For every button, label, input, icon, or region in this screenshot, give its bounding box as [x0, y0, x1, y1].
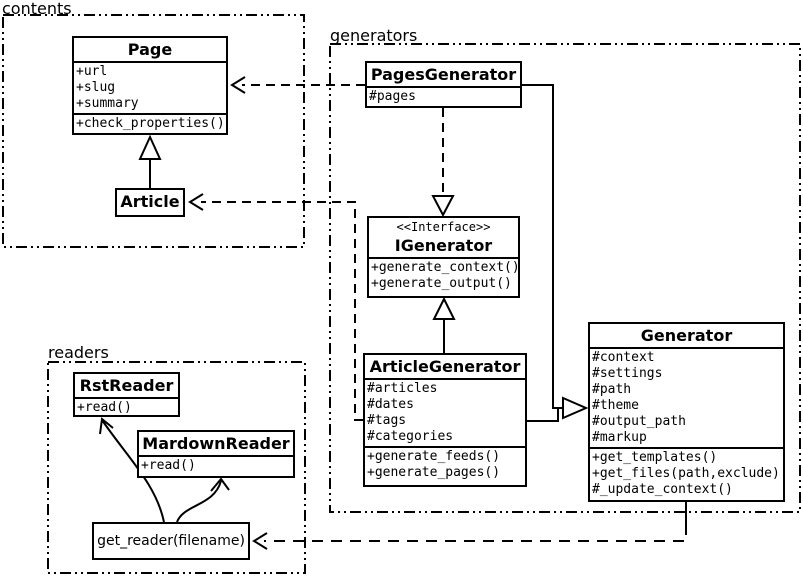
- attribute: #dates: [367, 397, 414, 412]
- generalization-to-generator-triangle-icon: [562, 396, 589, 420]
- class-page: Page +url +slug +summary +check_properti…: [72, 36, 228, 135]
- dependency-generator-to-getreader-line: [264, 524, 687, 542]
- class-generator-title: Generator: [640, 326, 733, 345]
- method: #_update_context(): [592, 482, 733, 497]
- class-rstreader-methods: +read(): [75, 397, 178, 417]
- attribute: +slug: [76, 80, 116, 95]
- class-igenerator-stereotype: <<Interface>>: [396, 220, 491, 234]
- attribute: #context: [592, 350, 655, 365]
- method: +get_templates(): [592, 450, 718, 465]
- attribute: #path: [592, 382, 632, 397]
- function-box-get-reader: get_reader(filename): [92, 522, 250, 560]
- flow-getreader-to-rstreader-arrowhead-icon: [99, 417, 114, 435]
- class-article: Article: [115, 188, 185, 217]
- class-markdownreader-title: MardownReader: [142, 434, 290, 453]
- attribute: #markup: [592, 430, 647, 445]
- dependency-generator-to-getreader-arrowhead-icon: [252, 532, 268, 550]
- attribute: #tags: [367, 413, 407, 428]
- class-pagesgenerator-attributes: #pages: [367, 86, 520, 106]
- dependency-pagesgenerator-to-page-arrowhead-icon: [230, 76, 246, 94]
- package-label-contents: contents: [2, 0, 72, 18]
- class-rstreader: RstReader +read(): [73, 372, 180, 417]
- attribute: #articles: [367, 381, 438, 396]
- package-label-readers: readers: [48, 343, 109, 362]
- class-generator: Generator #context #settings #path #them…: [588, 322, 785, 502]
- dependency-articlegenerator-to-article-line: [201, 201, 363, 421]
- attribute: +summary: [76, 96, 139, 111]
- method: +generate_output(): [371, 276, 512, 291]
- realization-pagesgenerator-to-igenerator-triangle-icon: [431, 195, 455, 218]
- class-articlegenerator-title: ArticleGenerator: [369, 357, 521, 376]
- method: +read(): [141, 458, 196, 473]
- attribute: #categories: [367, 429, 454, 444]
- flow-getreader-to-markdownreader-curve: [176, 480, 222, 523]
- class-generator-attributes: #context #settings #path #theme #output_…: [590, 347, 783, 447]
- method: +generate_feeds(): [367, 449, 501, 464]
- class-articlegenerator: ArticleGenerator #articles #dates #tags …: [363, 353, 527, 487]
- package-frame-readers: [47, 361, 306, 574]
- class-articlegenerator-methods: +generate_feeds() +generate_pages(): [365, 446, 525, 482]
- class-article-title: Article: [120, 192, 180, 211]
- attribute: #pages: [369, 89, 416, 104]
- package-frame-contents: [2, 14, 305, 248]
- method: +get_files(path,exclude): [592, 466, 780, 481]
- class-rstreader-title: RstReader: [79, 376, 174, 395]
- method: +check_properties(): [76, 116, 225, 131]
- method: +generate_context(): [371, 260, 520, 275]
- generalization-pagesgenerator-to-generator-line: [522, 84, 562, 409]
- attribute: #theme: [592, 398, 639, 413]
- class-markdownreader-methods: +read(): [139, 455, 293, 475]
- class-articlegenerator-attributes: #articles #dates #tags #categories: [365, 378, 525, 446]
- attribute: #output_path: [592, 414, 686, 429]
- package-frame-generators: [329, 43, 801, 513]
- class-pagesgenerator-title: PagesGenerator: [370, 65, 517, 84]
- class-page-title: Page: [127, 40, 173, 59]
- class-page-attributes: +url +slug +summary: [74, 61, 226, 113]
- method: +generate_pages(): [367, 465, 501, 480]
- function-box-get-reader-label: get_reader(filename): [97, 533, 245, 549]
- attribute: #settings: [592, 366, 663, 381]
- method: +read(): [77, 400, 132, 415]
- generalization-article-to-page-triangle-icon: [138, 134, 162, 160]
- class-igenerator-title: <<Interface>> IGenerator: [369, 218, 518, 257]
- class-page-methods: +check_properties(): [74, 113, 226, 133]
- class-igenerator-name: IGenerator: [394, 236, 493, 255]
- package-label-generators: generators: [330, 26, 418, 45]
- class-markdownreader: MardownReader +read(): [137, 430, 295, 478]
- class-pagesgenerator: PagesGenerator #pages: [365, 61, 522, 108]
- generalization-articlegenerator-to-generator-line: [527, 408, 559, 422]
- flow-getreader-to-markdownreader-arrowhead-icon: [210, 477, 230, 492]
- class-igenerator: <<Interface>> IGenerator +generate_conte…: [367, 216, 520, 298]
- class-generator-methods: +get_templates() +get_files(path,exclude…: [590, 447, 783, 499]
- attribute: +url: [76, 64, 108, 79]
- generalization-articlegenerator-to-igenerator-triangle-icon: [432, 296, 456, 320]
- class-igenerator-methods: +generate_context() +generate_output(): [369, 257, 520, 293]
- dependency-articlegenerator-to-article-arrowhead-icon: [188, 193, 204, 211]
